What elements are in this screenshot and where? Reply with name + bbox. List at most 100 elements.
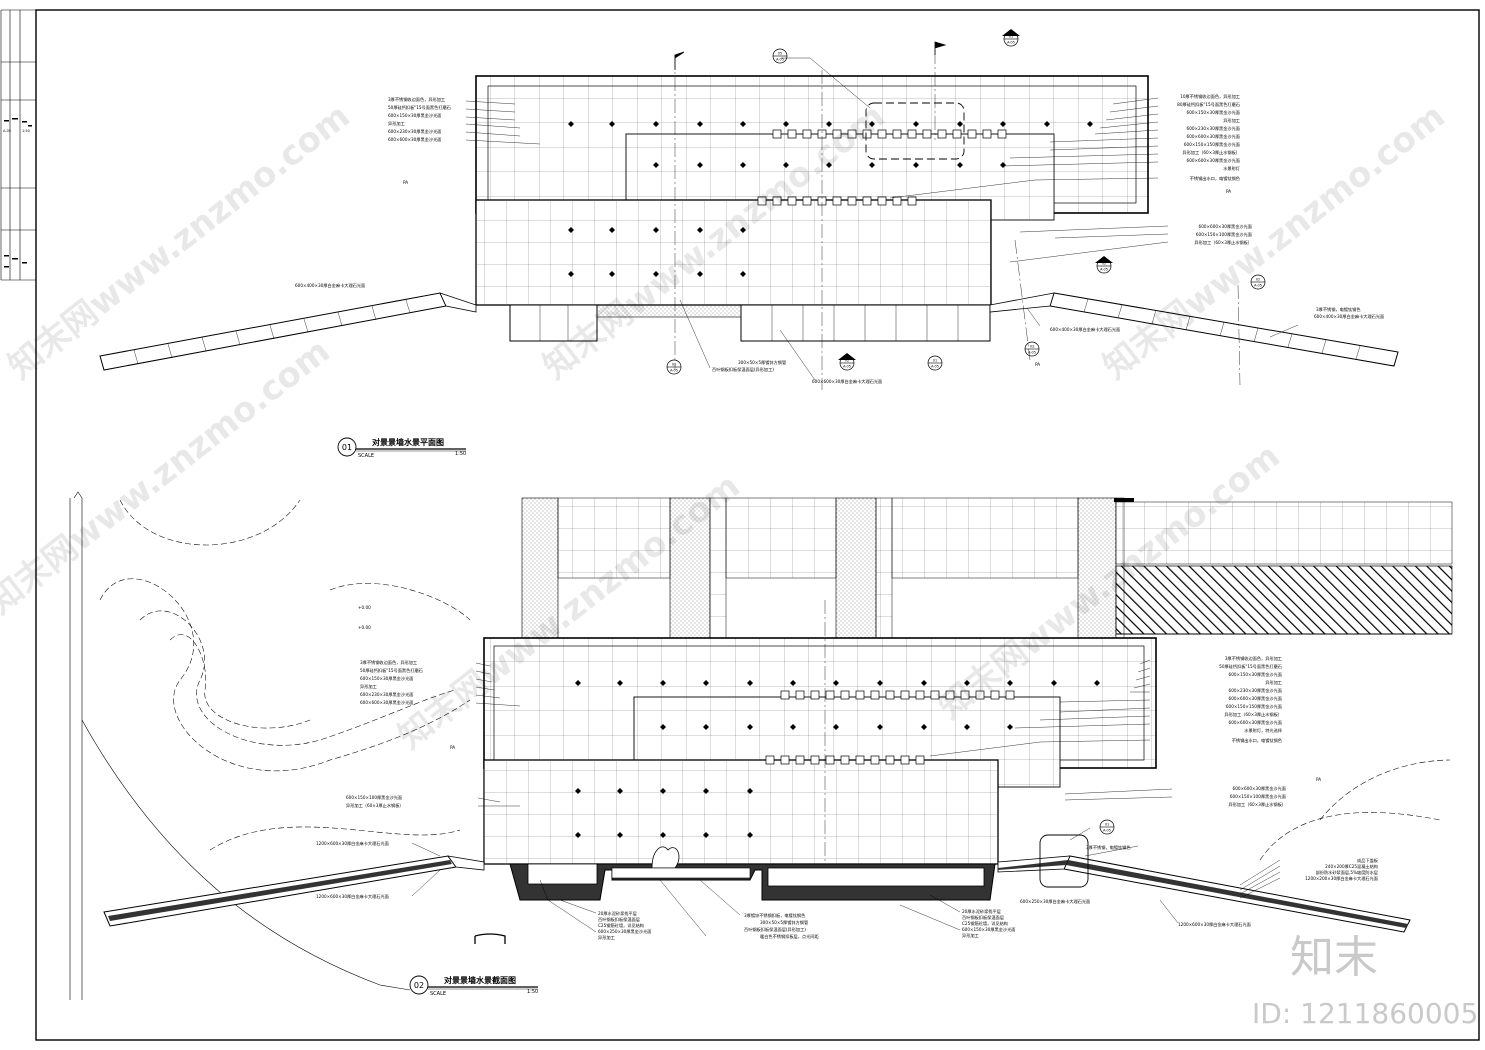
section-wing-note: 1200×600×30厚白金麻卡大理石光面 <box>316 893 389 900</box>
svg-text:01: 01 <box>933 359 937 363</box>
plan-note: 600×600×30厚黑金沙光面 <box>1187 157 1240 164</box>
title-block-strip <box>0 9 36 281</box>
drawing-scale-label: SCALE <box>430 991 446 997</box>
section-note: 异形加工（60×3厚止水钢板） <box>346 802 404 809</box>
plan-note: 600×150×30厚黑金沙光面 <box>388 112 441 119</box>
section-pa-label: PA <box>1316 777 1321 782</box>
svg-text:A-05: A-05 <box>776 58 784 62</box>
contour-label: +0.00 <box>358 605 371 610</box>
brand-logo-text: 知末 <box>1290 932 1378 983</box>
contour-label: +0.00 <box>358 625 371 630</box>
section-water-lights <box>575 680 1100 838</box>
section-side-notes: 成品下盖板 240×200厚C25混凝土结构 部份防水砂浆面层,5%坡度防水层 … <box>1305 857 1379 882</box>
plan-note: 不锈钢出水口，电镀钛钢色 <box>1190 175 1241 182</box>
plan-note: 600×600×30厚黑金沙光面 <box>388 136 441 143</box>
section-note: C25钢筋砼墙，详见结构 <box>962 920 1008 927</box>
section-notes-left: 3厚不锈钢收边面色，异形加工 50厚硅钙扣板"15号面黑色打磨石 600×150… <box>360 659 423 706</box>
svg-text:02: 02 <box>1256 278 1260 282</box>
section-note: 百叶钢板扣板保温面层 <box>962 914 1004 921</box>
section-bottom-notes-mid: 3厚镀锌不锈钢扣板，电镀钛钢色 300×50×5厚镀锌方钢管 百叶钢板扣板保温面… <box>744 912 819 940</box>
section-ref-marker: 01 A-05 <box>1099 819 1115 835</box>
plan-note: 50厚硅钙扣板"15号面黑色打磨石 <box>388 104 451 111</box>
plan-bottom-note: 600×600×30厚白金麻卡大理石光面 <box>812 378 882 385</box>
svg-text:01: 01 <box>1105 823 1109 827</box>
section-note: 异形加工（60×3厚止水钢板） <box>1228 801 1286 808</box>
plan-note: 异形加工（60×3厚止水钢板） <box>1194 239 1252 246</box>
section-note: 300×50×5厚镀锌方钢管 <box>760 919 808 926</box>
section-notes-left2: 600×150×100厚黑金沙光面 异形加工（60×3厚止水钢板） <box>346 794 404 809</box>
plan-note: 异形加工（60×3厚止水钢板） <box>1182 149 1240 156</box>
terrain-contours <box>99 499 1451 861</box>
section-note: 异形加工 <box>1265 679 1282 686</box>
section-wing-note: 600×250×30厚白金麻卡大理石光面 <box>1020 898 1090 905</box>
plan-pa-label: PA <box>1035 362 1040 367</box>
title-block-marks <box>4 118 32 268</box>
section-note: C25钢筋砼墙，详见结构 <box>598 922 644 929</box>
plan-detail-callout <box>865 102 965 160</box>
section-note: 异形加工 <box>360 683 377 690</box>
drawing-number-circle <box>409 975 429 995</box>
plan-notes-left: 3厚不锈钢收边面色，异形加工 50厚硅钙扣板"15号面黑色打磨石 600×150… <box>388 96 451 143</box>
section-note: 600×150×30厚黑金沙光面 <box>962 926 1015 933</box>
section-note: 600×150×30厚黑金沙光面 <box>360 675 413 682</box>
svg-text:02: 02 <box>1102 262 1106 266</box>
section-column-left <box>521 497 559 639</box>
section-bottom-notes-right: 20厚水泥砂浆找平层 百叶钢板扣板保温面层 C25钢筋砼墙，详见结构 600×1… <box>962 908 1015 939</box>
plan-notes-right2: 600×600×30厚黑金沙光面 600×150×100厚黑金沙光面 异形加工（… <box>1194 223 1252 246</box>
svg-text:03: 03 <box>1030 345 1034 349</box>
section-note: 水景射灯，特光选择 <box>1244 727 1283 734</box>
sheet-border <box>35 9 1480 1041</box>
section-notes-right: 3厚不锈钢收边面色，异形加工 50厚硅钙扣板"15号面黑色打磨石 600×150… <box>1219 655 1283 744</box>
section-note: 240×200厚C25混凝土结构 <box>1325 863 1378 870</box>
section-wing-note: 3厚不锈钢，电镀钛钢色 <box>1086 844 1131 851</box>
plan-bottom-block-right <box>740 304 991 342</box>
section-note: 600×150×30厚黑金沙光面 <box>1229 671 1282 678</box>
section-note: 600×250×30厚黑金沙光面 <box>598 928 651 935</box>
svg-text:A-05: A-05 <box>843 365 851 369</box>
plan-note: 水景射灯 <box>1223 165 1241 172</box>
section-ref-marker: 01 A-05 <box>1002 29 1020 47</box>
section-note: 百叶钢板扣板保温面层(异形加工) <box>744 926 806 933</box>
svg-text:A-05: A-05 <box>670 369 678 373</box>
plan-bottom-note: 百叶钢板扣板保温面层(异形加工) <box>712 366 774 373</box>
plan-note: 600×150×100厚黑金沙光面 <box>1196 231 1252 238</box>
drawing-number: 01 <box>342 443 352 452</box>
section-note: 异形加工 <box>962 932 979 939</box>
section-note: 600×600×30厚黑金沙光面 <box>360 699 413 706</box>
plan-wing-note: 600×400×30厚白金麻卡大理石光面 <box>295 282 365 289</box>
drawing-scale: 1:50 <box>455 451 466 457</box>
section-note: 20厚水泥砂浆找平层 <box>598 910 637 917</box>
section-note: 600×150×100厚黑金沙光面 <box>346 794 402 801</box>
section-dark-tab <box>1114 498 1134 502</box>
plan-note: 异形加工 <box>388 120 405 127</box>
section-view: +0.00 +0.00 <box>69 491 1453 1000</box>
section-flag-icon <box>934 41 947 55</box>
section-ref-marker: 05 A-05 <box>772 48 788 64</box>
section-note: 600×600×30厚黑金沙光面 <box>1233 785 1286 792</box>
plan-pa-label: PA <box>403 180 408 185</box>
plan-pa-label: PA <box>1226 189 1231 194</box>
section-pa-label: PA <box>450 745 455 750</box>
plan-wing-note: 600×400×30厚白金麻卡大理石光面 <box>1050 326 1120 333</box>
section-right-grid <box>1115 501 1453 565</box>
section-note: 成品下盖板 <box>1357 857 1379 864</box>
plan-wing-note: 600×400×30厚白金麻卡大理石光面 <box>1314 313 1384 320</box>
plan-note: 异形加工 <box>1223 117 1240 124</box>
section-note: 3厚不锈钢收边面色，异形加工 <box>1225 655 1282 662</box>
svg-text:A-05: A-05 <box>1254 284 1262 288</box>
section-notes-right2: 600×600×30厚黑金沙光面 600×150×100厚黑金沙光面 异形加工（… <box>1228 785 1286 808</box>
section-note: 部份防水砂浆面层,5%坡度防水层 <box>1316 869 1378 876</box>
section-ref-marker: 02 A-05 <box>1250 274 1266 290</box>
section-bottom-notes-left: 20厚水泥砂浆找平层 百叶钢板扣板保温面层 C25钢筋砼墙，详见结构 600×2… <box>598 910 651 941</box>
section-note: 百叶钢板扣板保温面层 <box>598 916 640 923</box>
section-ref-marker: 03 A-05 <box>1024 341 1040 357</box>
section-note: 50厚硅钙扣板"15号面黑色打磨石 <box>1219 663 1282 670</box>
image-id-text: ID: 1211860005 <box>1252 997 1478 1030</box>
section-note: 1200×200×30厚白金麻卡大理石光面 <box>1305 875 1378 882</box>
plan-note: 600×150×30厚黑金沙光面 <box>1187 109 1240 116</box>
plan-water-lights <box>568 121 1093 277</box>
section-wing-note: 1200×600×30厚白金麻卡大理石光面 <box>1178 921 1251 928</box>
svg-text:01: 01 <box>1009 35 1013 39</box>
svg-text:A-05: A-05 <box>1103 829 1111 833</box>
